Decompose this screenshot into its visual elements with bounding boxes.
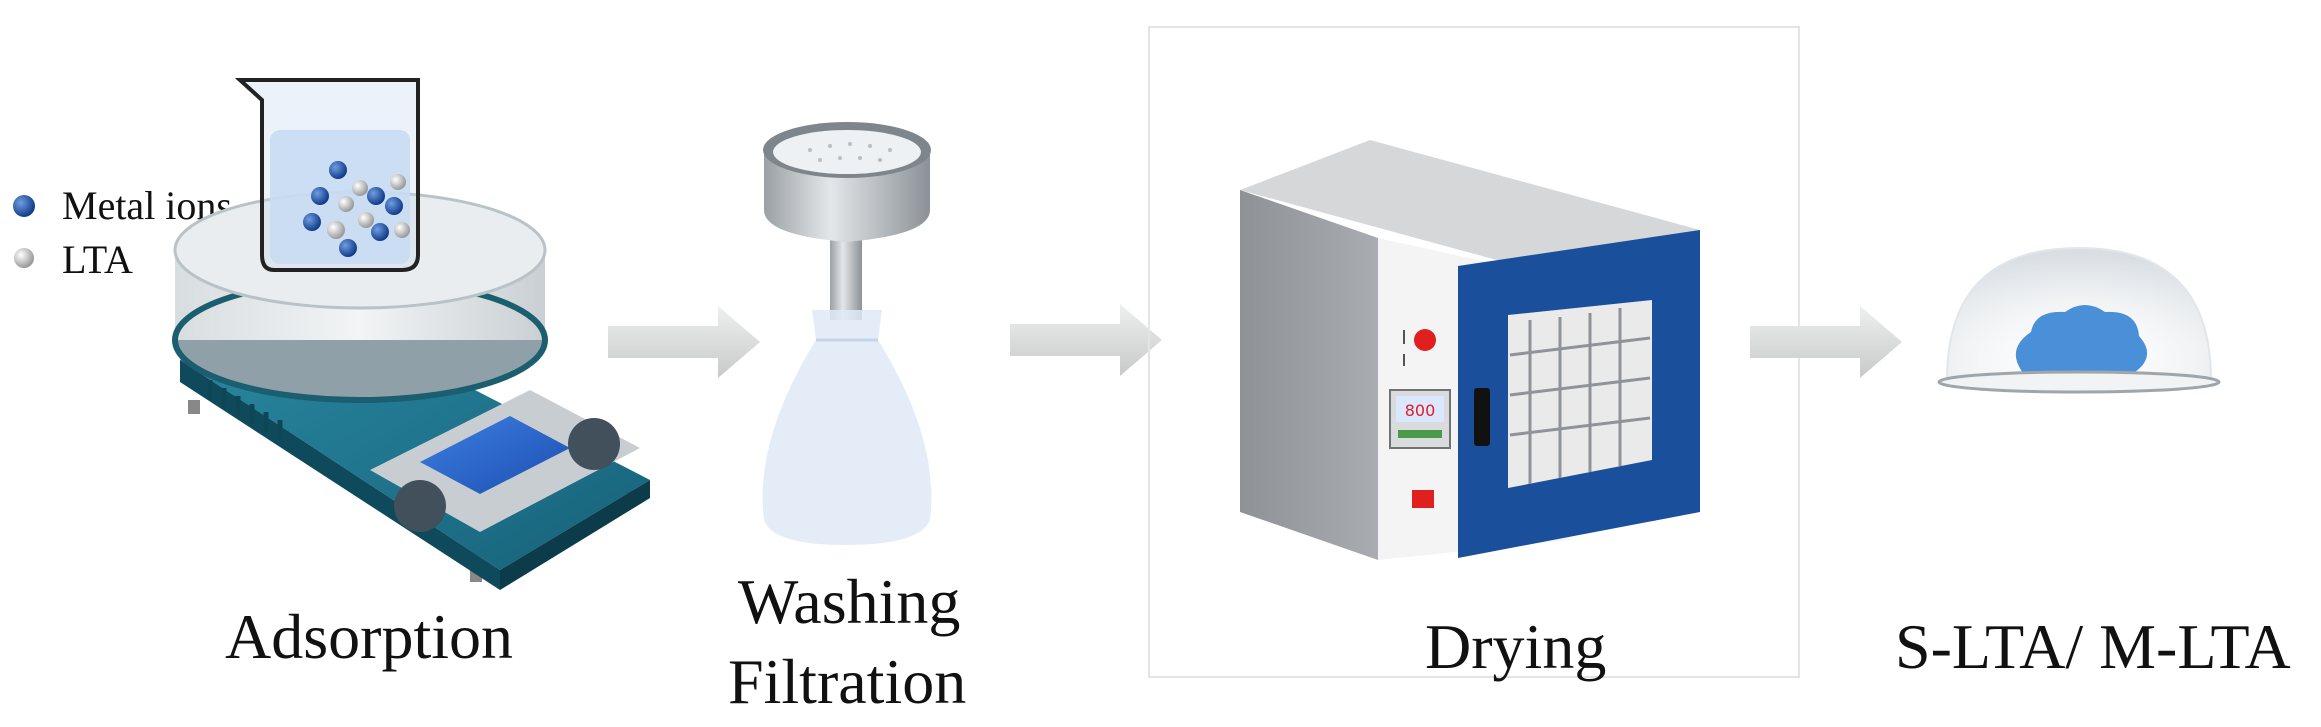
stirrer-base-side <box>500 480 650 590</box>
step-label-washing: Washing <box>738 566 961 637</box>
arrow-right-icon <box>1750 306 1902 378</box>
arrow-right-icon <box>608 306 760 378</box>
flask-icon <box>762 310 932 545</box>
oven-handle-icon <box>1474 388 1490 446</box>
oven-window <box>1508 300 1652 488</box>
dome-base <box>1937 370 2221 394</box>
arrow-right-icon <box>1010 304 1162 376</box>
stirrer-vents <box>207 380 283 440</box>
powder-sample-icon <box>2015 305 2148 383</box>
lta-marker <box>14 248 34 268</box>
magnetic-stirrer-illustration <box>172 78 650 590</box>
stirrer-foot <box>188 400 200 414</box>
oven-top <box>1240 140 1700 280</box>
oven-display-bar <box>1398 430 1442 438</box>
step-label-drying: Drying <box>1425 611 1607 682</box>
stirrer-knob-icon <box>394 480 446 532</box>
arrow-1 <box>608 306 760 378</box>
filter-holes <box>808 142 892 162</box>
product-dome-illustration <box>1937 246 2221 394</box>
arrow-3 <box>1750 306 1902 378</box>
stirrer-base-front <box>180 360 500 590</box>
filtration-apparatus-illustration <box>762 122 932 545</box>
metal-ion-marker <box>13 195 35 217</box>
step-label-filtration: Filtration <box>728 646 967 717</box>
step-label-adsorption: Adsorption <box>225 601 513 672</box>
oven-display-screen <box>1396 396 1444 422</box>
oven-power-button-icon <box>1412 490 1434 508</box>
particles-cluster <box>303 161 410 257</box>
oven-indicator-icon <box>1414 329 1436 351</box>
funnel-stem <box>830 240 862 320</box>
stirrer-knob-icon <box>568 418 620 470</box>
stirrer-display-icon <box>420 416 570 494</box>
drying-oven-illustration: 800 <box>1240 140 1700 560</box>
funnel-filter-icon <box>773 130 921 174</box>
oven-racks <box>1509 308 1651 484</box>
legend-markers <box>13 195 35 268</box>
legend-lta-label: LTA <box>62 237 133 282</box>
oven-display-value: 800 <box>1405 401 1436 420</box>
oven-side <box>1240 190 1378 560</box>
arrow-2 <box>1010 304 1162 376</box>
step-label-product: S-LTA/ M-LTA <box>1895 611 2291 682</box>
